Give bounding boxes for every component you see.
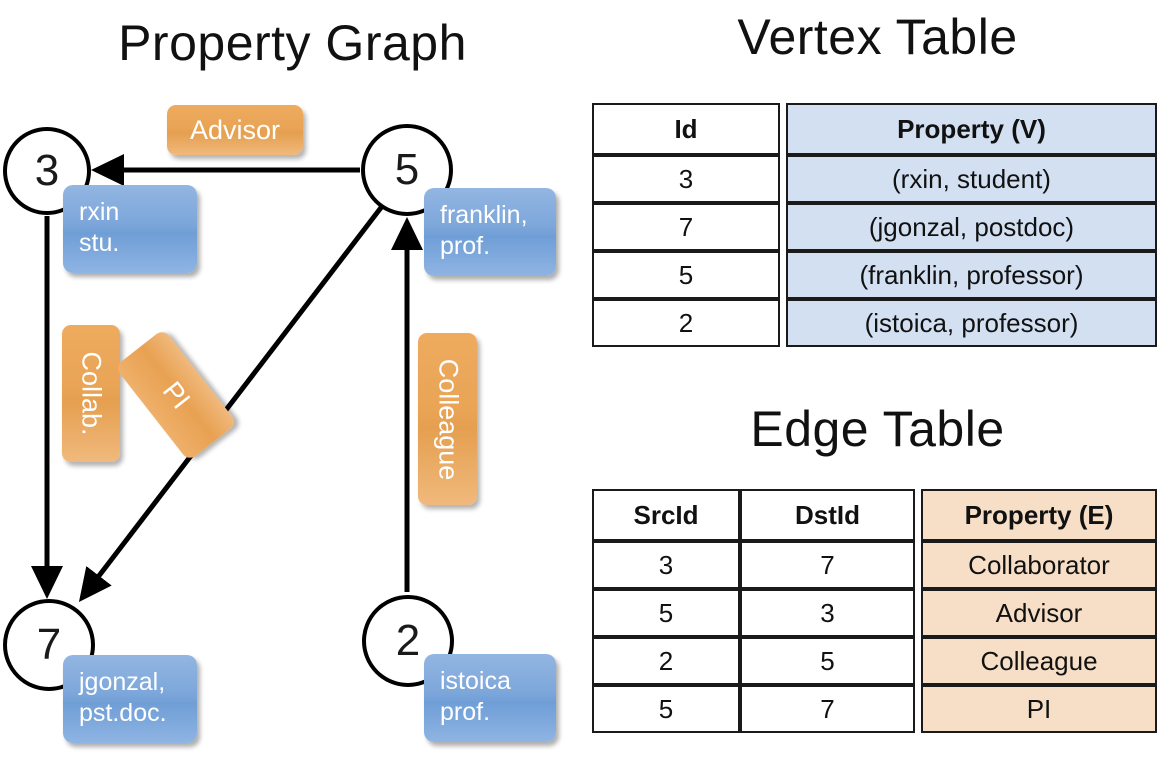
- node-property-box-3: rxin stu.: [63, 185, 197, 273]
- column-separator: [915, 637, 921, 685]
- edge-label-colleague: Colleague: [418, 333, 477, 505]
- vertex-header-property: Property (V): [786, 103, 1157, 155]
- edge-cell-srcid: 5: [592, 685, 740, 733]
- table-row: 5 (franklin, professor): [592, 251, 1157, 299]
- vertex-cell-id: 5: [592, 251, 780, 299]
- vertex-cell-property: (franklin, professor): [786, 251, 1157, 299]
- edge-label-collab: Collab.: [62, 325, 120, 462]
- edge-label-advisor: Advisor: [167, 105, 303, 155]
- edge-cell-dstid: 7: [740, 685, 915, 733]
- column-separator: [915, 489, 921, 541]
- column-separator: [780, 203, 786, 251]
- vertex-cell-id: 3: [592, 155, 780, 203]
- edge-cell-property: Colleague: [921, 637, 1157, 685]
- table-row: 7 (jgonzal, postdoc): [592, 203, 1157, 251]
- page-title-edge-table: Edge Table: [750, 401, 1005, 457]
- table-row: 3 (rxin, student): [592, 155, 1157, 203]
- column-separator: [780, 155, 786, 203]
- edge-cell-property: Advisor: [921, 589, 1157, 637]
- vertex-cell-property: (istoica, professor): [786, 299, 1157, 347]
- table-row: 2 (istoica, professor): [592, 299, 1157, 347]
- graph-node-2[interactable]: 2: [362, 595, 454, 687]
- edge-table: SrcId DstId Property (E) 3 7 Collaborato…: [592, 489, 1157, 733]
- table-row: 2 5 Colleague: [592, 637, 1157, 685]
- edge-cell-dstid: 5: [740, 637, 915, 685]
- edge-cell-srcid: 2: [592, 637, 740, 685]
- page-title-property-graph: Property Graph: [118, 15, 467, 71]
- column-separator: [780, 251, 786, 299]
- edge-cell-srcid: 3: [592, 541, 740, 589]
- edge-arrow-5-to-7: [78, 203, 385, 602]
- edge-header-property: Property (E): [921, 489, 1157, 541]
- page-title-vertex-table: Vertex Table: [737, 9, 1018, 65]
- column-separator: [780, 103, 786, 155]
- vertex-cell-property: (rxin, student): [786, 155, 1157, 203]
- node-property-box-2: istoica prof.: [424, 654, 556, 742]
- graph-node-5[interactable]: 5: [361, 124, 453, 216]
- edge-label-colleague-text: Colleague: [433, 358, 463, 480]
- table-row: 3 7 Collaborator: [592, 541, 1157, 589]
- edge-label-advisor-text: Advisor: [189, 114, 281, 145]
- table-header-row: SrcId DstId Property (E): [592, 489, 1157, 541]
- vertex-header-id: Id: [592, 103, 780, 155]
- edge-cell-dstid: 7: [740, 541, 915, 589]
- edge-label-pi-text: PI: [156, 375, 197, 414]
- vertex-table: Id Property (V) 3 (rxin, student) 7 (jgo…: [592, 103, 1157, 347]
- edge-cell-property: PI: [921, 685, 1157, 733]
- vertex-cell-property: (jgonzal, postdoc): [786, 203, 1157, 251]
- graph-edge-arrows: [31, 154, 423, 602]
- edge-cell-srcid: 5: [592, 589, 740, 637]
- table-row: 5 3 Advisor: [592, 589, 1157, 637]
- node-property-box-5: franklin, prof.: [424, 188, 556, 276]
- edge-label-collab-text: Collab.: [76, 351, 107, 436]
- column-separator: [915, 685, 921, 733]
- vertex-cell-id: 2: [592, 299, 780, 347]
- column-separator: [915, 541, 921, 589]
- edge-header-srcid: SrcId: [592, 489, 740, 541]
- column-separator: [915, 589, 921, 637]
- edge-cell-property: Collaborator: [921, 541, 1157, 589]
- node-property-box-7: jgonzal, pst.doc.: [63, 655, 197, 743]
- table-header-row: Id Property (V): [592, 103, 1157, 155]
- table-row: 5 7 PI: [592, 685, 1157, 733]
- property-graph-diagram: 3 5 7 2 rxin stu. franklin, prof. jgonza…: [3, 105, 556, 743]
- edge-header-dstid: DstId: [740, 489, 915, 541]
- column-separator: [780, 299, 786, 347]
- edge-cell-dstid: 3: [740, 589, 915, 637]
- vertex-cell-id: 7: [592, 203, 780, 251]
